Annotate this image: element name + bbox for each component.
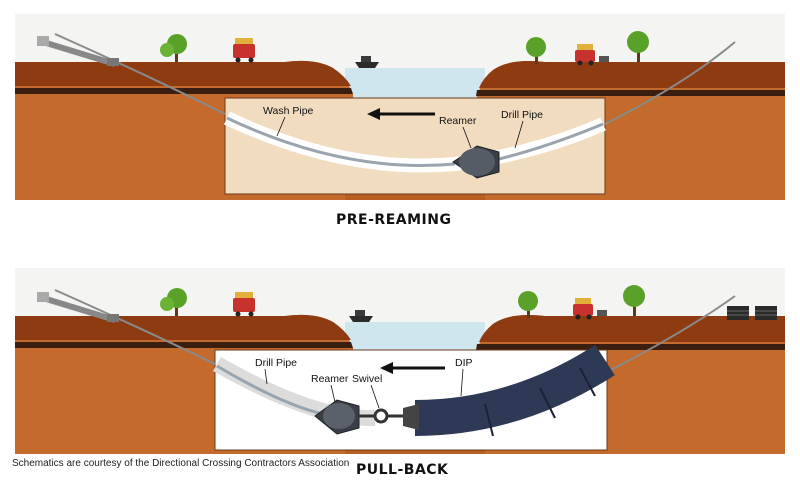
pull-back-panel: Drill Pipe Reamer Swivel DIP bbox=[15, 268, 785, 454]
truck-icon bbox=[573, 298, 593, 320]
pre-reaming-panel: Wash Pipe Reamer Drill Pipe bbox=[15, 14, 785, 200]
leader-wash-pipe bbox=[276, 116, 286, 137]
tree-icon bbox=[160, 34, 187, 62]
pre-reaming-diagram: Wash Pipe Reamer Drill Pipe bbox=[15, 14, 785, 200]
truck-icon bbox=[233, 38, 255, 63]
panel-title-pre-reaming: PRE-REAMING bbox=[336, 212, 452, 228]
drill-string-left bbox=[54, 289, 216, 365]
leader-drill-pipe bbox=[264, 368, 268, 385]
pipe-rack-icon bbox=[755, 306, 777, 320]
leader-swivel bbox=[370, 384, 380, 409]
label-drill-pipe: Drill Pipe bbox=[255, 357, 297, 369]
direction-arrowhead bbox=[367, 108, 380, 120]
boat-icon bbox=[349, 310, 373, 322]
label-drill-pipe: Drill Pipe bbox=[501, 109, 543, 121]
direction-arrowhead bbox=[380, 362, 393, 374]
tree-icon bbox=[526, 37, 546, 64]
pipe-joint bbox=[484, 403, 494, 437]
label-reamer: Reamer bbox=[439, 115, 477, 127]
drill-rig-icon bbox=[37, 292, 119, 323]
tree-icon bbox=[627, 31, 649, 62]
reamer bbox=[452, 145, 500, 179]
leader-reamer bbox=[330, 384, 336, 403]
label-dip: DIP bbox=[455, 357, 473, 369]
right-dark-band bbox=[476, 344, 785, 350]
drill-pipe-string-right bbox=[606, 295, 736, 373]
panel-title-pull-back: PULL-BACK bbox=[356, 462, 449, 478]
truck-icon bbox=[575, 44, 595, 66]
left-dark-band bbox=[15, 88, 353, 94]
pull-back-diagram: Drill Pipe Reamer Swivel DIP bbox=[15, 268, 785, 454]
tree-icon bbox=[160, 288, 187, 316]
boat-icon bbox=[355, 56, 379, 68]
bore-hole bbox=[213, 357, 376, 427]
credit-text: Schematics are courtesy of the Direction… bbox=[12, 458, 350, 469]
label-swivel: Swivel bbox=[352, 373, 382, 385]
wash-pipe bbox=[226, 116, 456, 167]
label-wash-pipe: Wash Pipe bbox=[263, 105, 314, 117]
leader-reamer bbox=[462, 126, 472, 149]
swivel bbox=[359, 404, 419, 430]
label-reamer: Reamer bbox=[311, 373, 349, 385]
drill-string-left bbox=[54, 33, 226, 115]
left-topsoil bbox=[15, 314, 351, 340]
right-topsoil bbox=[479, 61, 785, 88]
car-icon bbox=[597, 310, 607, 316]
drill-rig-icon bbox=[37, 36, 119, 67]
tree-icon bbox=[623, 285, 645, 316]
leader-drill-pipe bbox=[514, 120, 524, 149]
left-topsoil bbox=[15, 60, 351, 86]
car-icon bbox=[599, 56, 609, 62]
tree-icon bbox=[518, 291, 538, 318]
pipe-joint bbox=[579, 367, 596, 397]
leader-dip bbox=[460, 368, 464, 397]
right-dark-band bbox=[476, 90, 785, 96]
drill-pipe bbox=[494, 122, 604, 162]
left-dark-band bbox=[15, 342, 353, 348]
truck-icon bbox=[233, 292, 255, 317]
pipe-rack-icon bbox=[727, 306, 749, 320]
drill-string-right bbox=[604, 41, 736, 125]
right-topsoil bbox=[479, 315, 785, 342]
pipe-joint bbox=[539, 387, 556, 419]
